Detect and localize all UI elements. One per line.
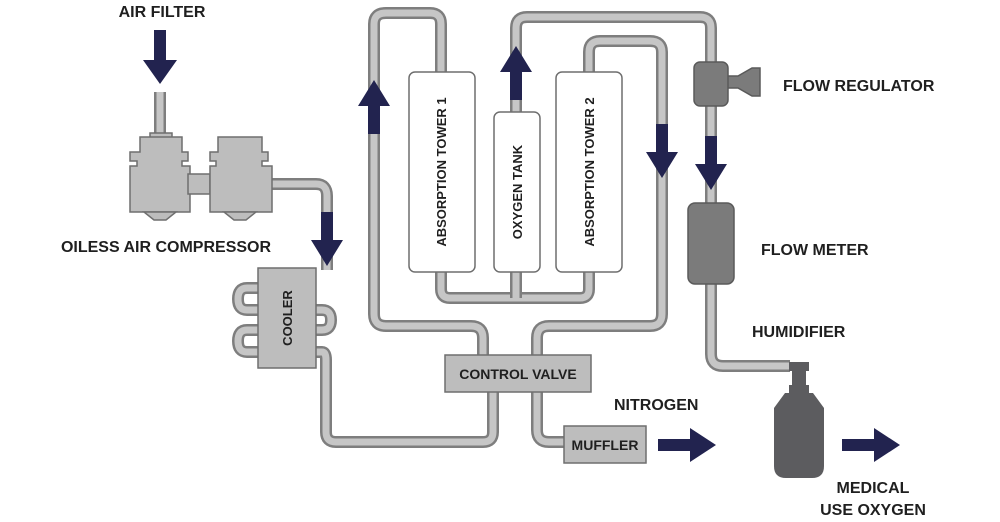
pipe-tank-to-regulator xyxy=(510,11,717,112)
medical-oxygen-label-line1: MEDICAL xyxy=(837,480,910,497)
air-compressor xyxy=(129,132,273,221)
arrow-tower2-down-icon xyxy=(646,124,678,178)
flow-regulator-label: FLOW REGULATOR xyxy=(783,78,935,95)
arrow-compressor-down-icon xyxy=(311,212,343,266)
cooler: COOLER xyxy=(257,267,317,369)
flow-meter xyxy=(687,202,735,285)
absorption-tower-2: ABSORPTION TOWER 2 xyxy=(555,71,623,273)
pipe-tower-bottom-link xyxy=(435,272,595,304)
flow-regulator xyxy=(693,61,761,107)
flow-arrows xyxy=(143,30,900,462)
compressor-head-left xyxy=(129,136,191,213)
oxygen-tank-label: OXYGEN TANK xyxy=(510,144,525,239)
muffler: MUFFLER xyxy=(563,425,647,464)
pipe-cooler-to-valve xyxy=(316,346,499,448)
muffler-label: MUFFLER xyxy=(572,437,639,453)
nitrogen-label: NITROGEN xyxy=(614,397,698,414)
humidifier-label: HUMIDIFIER xyxy=(752,324,846,341)
control-valve-label: CONTROL VALVE xyxy=(459,366,576,382)
oxygen-tank: OXYGEN TANK xyxy=(493,111,541,273)
medical-oxygen-label-line2: USE OXYGEN xyxy=(820,502,926,519)
arrow-regulator-down-icon xyxy=(695,136,727,190)
air-filter-label: AIR FILTER xyxy=(119,4,206,21)
compressor-head-right xyxy=(209,136,273,213)
arrow-oxygen-out-icon xyxy=(842,428,900,462)
flow-meter-label: FLOW METER xyxy=(761,242,869,259)
cooler-label: COOLER xyxy=(280,290,295,346)
absorption-tower-2-label: ABSORPTION TOWER 2 xyxy=(582,97,597,246)
pipe-valve-to-muffler xyxy=(531,392,566,448)
pipe-meter-to-humidifier xyxy=(705,284,790,372)
compressor-label: OILESS AIR COMPRESSOR xyxy=(61,239,272,256)
control-valve: CONTROL VALVE xyxy=(444,354,592,393)
absorption-tower-1-label: ABSORPTION TOWER 1 xyxy=(434,97,449,246)
pipe-cooler-coils xyxy=(232,282,337,358)
humidifier xyxy=(774,362,824,478)
labels: AIR FILTER OILESS AIR COMPRESSOR FLOW RE… xyxy=(61,4,935,519)
arrow-nitrogen-out-icon xyxy=(658,428,716,462)
arrow-tower1-up-icon xyxy=(358,80,390,134)
pipe-valve-to-tower2 xyxy=(531,35,668,355)
arrow-air-in-icon xyxy=(143,30,177,84)
pipe-valve-to-tower1 xyxy=(368,7,489,355)
arrow-tank-up-icon xyxy=(500,46,532,100)
pipe-compressor-to-cooler xyxy=(272,178,333,270)
absorption-tower-1: ABSORPTION TOWER 1 xyxy=(408,71,476,273)
